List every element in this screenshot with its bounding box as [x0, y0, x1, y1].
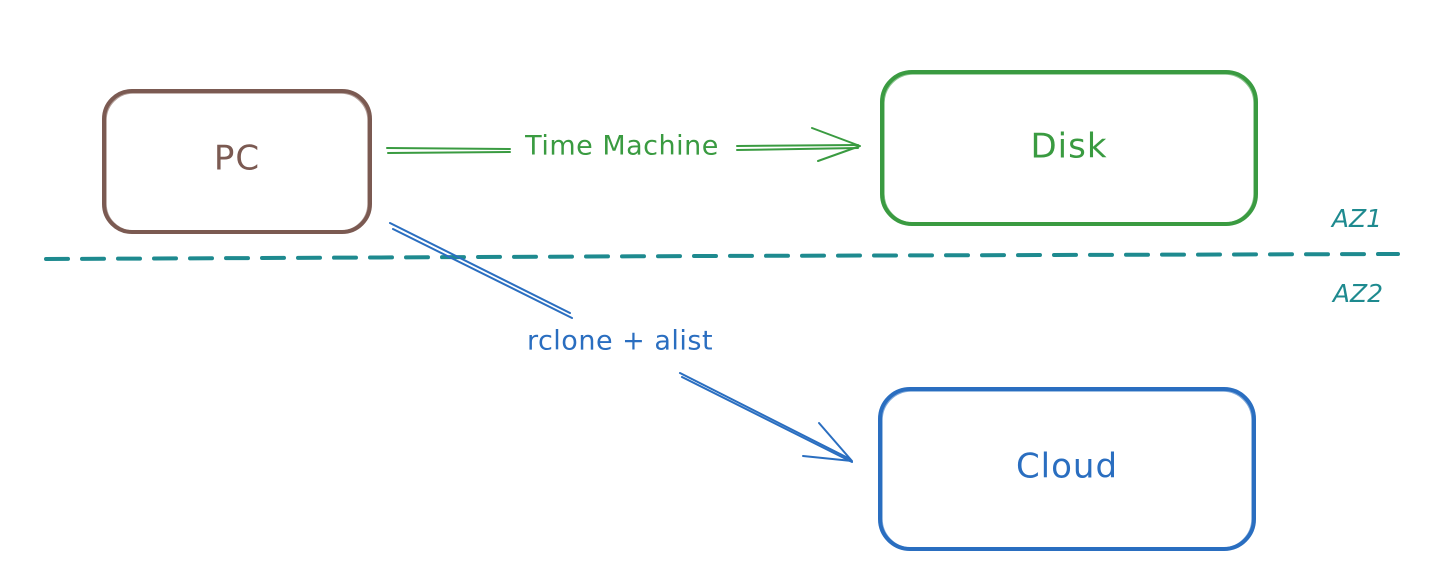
time-machine-arrow: [386, 127, 861, 162]
time-machine-arrowhead: [811, 127, 861, 162]
time-machine-label: Time Machine: [524, 131, 719, 162]
node-disk[interactable]: Disk: [880, 70, 1258, 226]
rclone-arrowhead: [802, 422, 853, 462]
rclone-label: rclone + alist: [527, 326, 713, 357]
node-pc[interactable]: PC: [102, 89, 372, 234]
cloud-box: [878, 387, 1256, 551]
zone-label-az1: AZ1: [1330, 204, 1382, 233]
zone-label-az2: AZ2: [1331, 279, 1383, 308]
disk-box: [880, 70, 1258, 226]
cloud-label: Cloud: [1016, 447, 1118, 487]
pc-box: [102, 89, 372, 234]
disk-label: Disk: [1030, 127, 1107, 167]
rclone-arrow: [389, 222, 853, 463]
pc-label: PC: [214, 139, 260, 179]
node-cloud[interactable]: Cloud: [878, 387, 1256, 551]
zone-divider: [44, 252, 1400, 261]
